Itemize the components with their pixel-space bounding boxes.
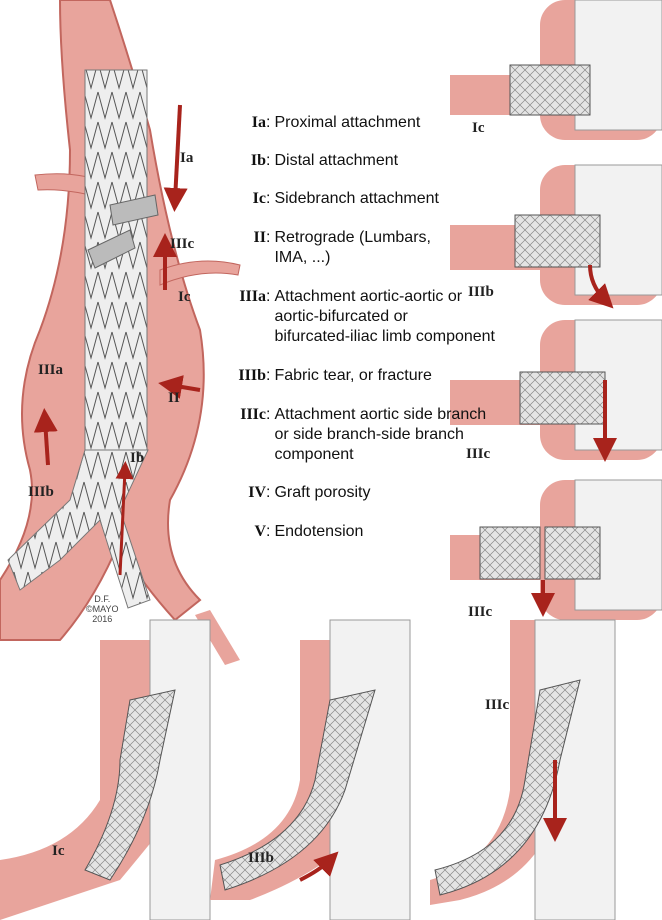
label-iiia: IIIa xyxy=(38,362,64,378)
legend-text: Endotension xyxy=(274,523,364,540)
legend-text: Fabric tear, or fracture xyxy=(274,367,432,384)
label-iiic: IIIc xyxy=(170,236,195,252)
credit-year: 2016 xyxy=(92,614,113,624)
legend-text: Retrograde (Lumbars, IMA, ...) xyxy=(274,229,431,266)
panel-label-iiib: IIIb xyxy=(468,284,494,300)
right-panels xyxy=(450,0,662,620)
legend-item-iiic: IIIc:Attachment aortic side branch or si… xyxy=(222,405,486,465)
legend-item-v: V:Endotension xyxy=(222,522,363,542)
stent-graft-main xyxy=(84,69,148,451)
legend-code: Ic xyxy=(252,190,266,207)
legend-text: Proximal attachment xyxy=(274,114,421,131)
credit-owner: ©MAYO xyxy=(86,604,119,614)
legend-text: Distal attachment xyxy=(274,152,399,169)
legend-code: Ib xyxy=(250,152,266,169)
legend-code: IIIc xyxy=(240,406,266,423)
bottom-label-iiic: IIIc xyxy=(485,697,510,713)
legend-item-iiib: IIIb:Fabric tear, or fracture xyxy=(222,366,432,386)
legend-text: Graft porosity xyxy=(274,484,371,501)
legend-text: Sidebranch attachment xyxy=(274,190,439,207)
panel-label-ic: Ic xyxy=(472,120,485,136)
panel-label-iiic: IIIc xyxy=(466,446,491,462)
legend-item-ia: Ia:Proximal attachment xyxy=(222,113,421,133)
panel-label-iiic-2: IIIc xyxy=(468,604,493,620)
label-ii: II xyxy=(168,390,180,406)
legend-code: II xyxy=(253,229,266,246)
legend-item-ii: II:Retrograde (Lumbars, IMA, ...) xyxy=(222,228,431,268)
legend-text: Attachment aortic side branch or side br… xyxy=(274,406,487,463)
legend-code: IIIb xyxy=(238,367,266,384)
bottom-label-iiib: IIIb xyxy=(248,850,274,866)
bottom-label-ic: Ic xyxy=(52,843,65,859)
bottom-panels xyxy=(0,619,616,920)
label-ia: Ia xyxy=(180,150,194,166)
label-ic: Ic xyxy=(178,289,191,305)
legend-item-iv: IV:Graft porosity xyxy=(222,483,370,503)
credit-initials: D.F. xyxy=(94,594,111,604)
label-iiib: IIIb xyxy=(28,484,54,500)
legend-code: IV xyxy=(248,484,266,501)
label-ib: Ib xyxy=(130,450,145,466)
legend-code: V xyxy=(254,523,266,540)
legend-item-ic: Ic:Sidebranch attachment xyxy=(222,189,439,209)
legend-item-ib: Ib:Distal attachment xyxy=(222,151,398,171)
legend-text: Attachment aortic-aortic or aortic-bifur… xyxy=(274,288,495,345)
aorta-main xyxy=(0,0,241,665)
legend-item-iiia: IIIa:Attachment aortic-aortic or aortic-… xyxy=(222,287,495,347)
legend-code: Ia xyxy=(251,114,266,131)
legend-code: IIIa xyxy=(239,288,266,305)
copyright-credit: D.F. ©MAYO 2016 xyxy=(86,594,118,624)
